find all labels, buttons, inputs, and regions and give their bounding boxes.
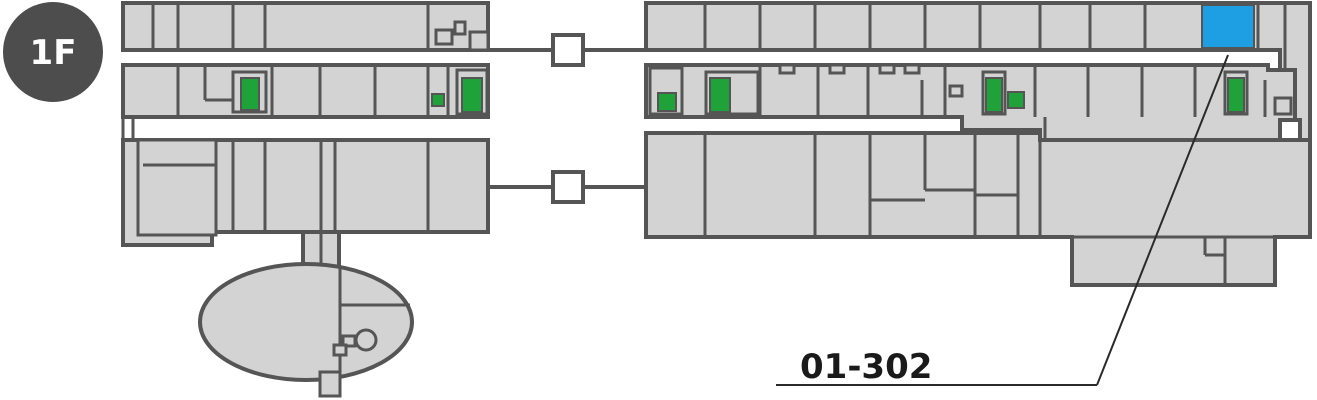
stairs-icon <box>240 77 260 111</box>
stairs-icon <box>657 92 677 112</box>
stairs-icon <box>431 93 445 107</box>
floor-badge-circle <box>3 2 103 102</box>
oval-hall <box>198 262 414 382</box>
corridor-node-icon[interactable] <box>551 33 585 67</box>
callout-leader-line <box>1096 54 1229 386</box>
highlighted-room-01-302[interactable] <box>1201 4 1255 49</box>
stairs-icon <box>709 77 731 113</box>
corridor-node-icon[interactable] <box>551 170 585 204</box>
stairs-icon <box>1227 77 1245 113</box>
stairs-icon <box>985 77 1003 113</box>
floor-badge: 1F <box>3 2 103 102</box>
floor-label: 1F <box>30 33 77 73</box>
right-lower-wing <box>644 131 1312 287</box>
left-building <box>121 1 490 398</box>
stairs-icon <box>1007 91 1025 109</box>
connectors <box>488 33 646 204</box>
right-building <box>644 1 1312 287</box>
room-callout: 01-302 <box>776 54 1229 387</box>
stairs-icon <box>461 77 483 113</box>
room-number-label: 01-302 <box>800 347 932 387</box>
